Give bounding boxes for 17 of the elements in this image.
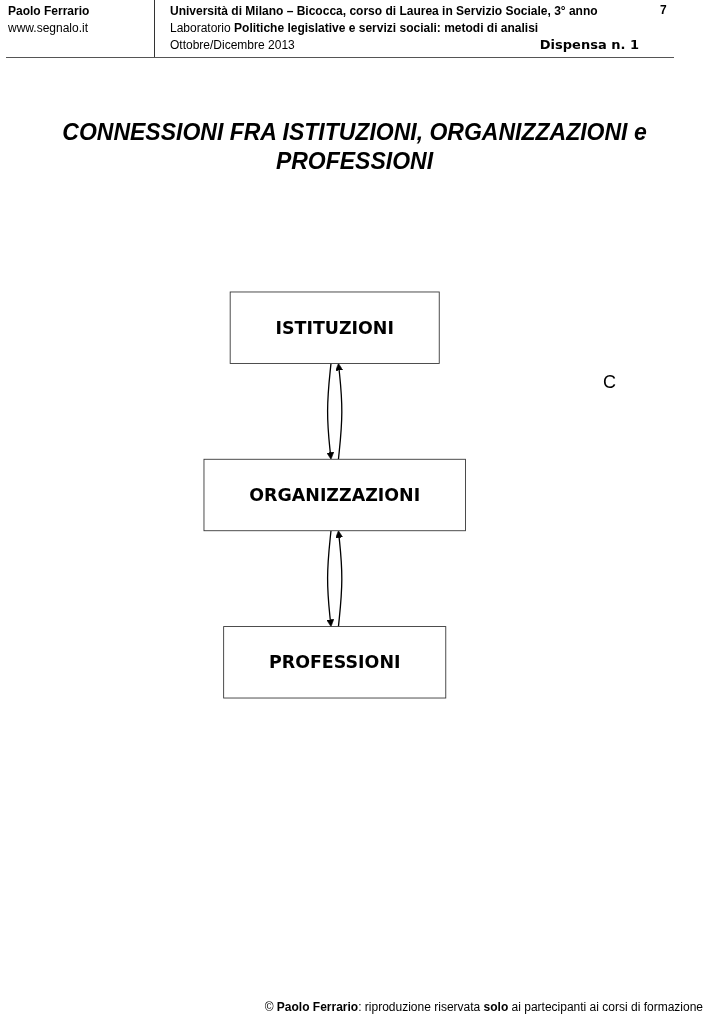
diagram-title: CONNESSIONI FRA ISTITUZIONI, ORGANIZZAZIONI e PROFESSIONI	[61, 118, 648, 176]
node-box: ISTITUZIONI	[230, 291, 440, 364]
handout-number: Dispensa n. 1	[539, 37, 639, 53]
page-number: 7	[660, 2, 667, 18]
node-box: PROFESSIONI	[223, 626, 447, 699]
arrow	[326, 362, 335, 460]
course-heading: Università di Milano – Bicocca, corso di Laurea in Servizio Sociale, 3° anno	[170, 3, 598, 19]
arrow	[335, 530, 344, 628]
arrow	[335, 363, 344, 460]
letter-label: C	[603, 372, 616, 392]
arrow	[326, 530, 335, 627]
node-box: ORGANIZZAZIONI	[203, 458, 467, 532]
author-name: Paolo Ferrario	[8, 3, 90, 19]
course-subtitle: Laboratorio Politiche legislative e servizi sociali: metodi di analisi	[170, 20, 539, 36]
date-text: Ottobre/Dicembre 2013	[170, 37, 295, 53]
website-url: www.segnalo.it	[8, 20, 89, 36]
copyright-footer: © Paolo Ferrario: riproduzione riservata solo ai partecipanti ai corsi di formazione	[264, 1000, 703, 1014]
